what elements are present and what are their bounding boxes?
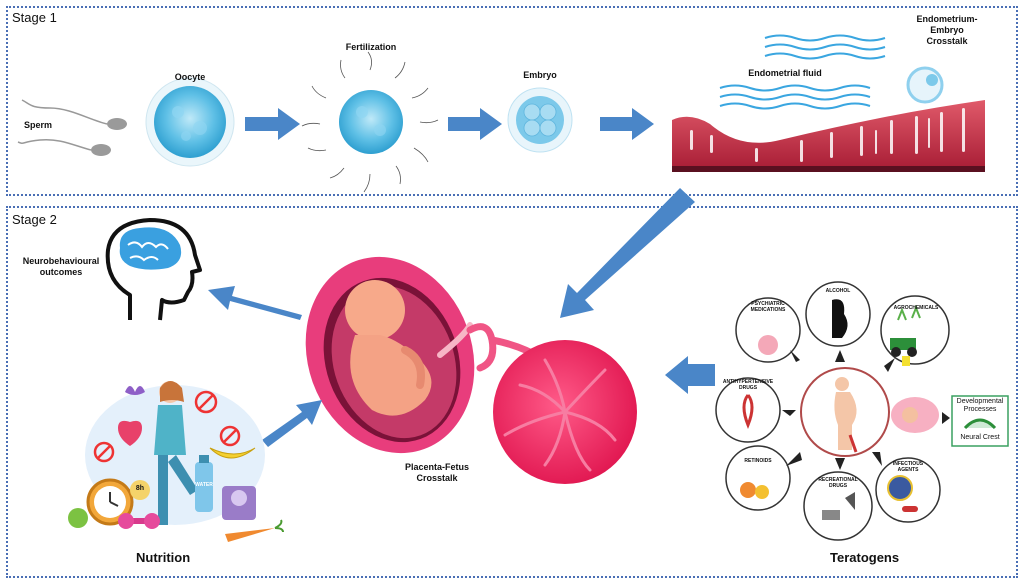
arrow-teratogens-placenta (665, 356, 715, 394)
teratogens-label: Teratogens (830, 550, 900, 565)
arrow-fertilization-embryo (448, 108, 502, 140)
stage2-box (6, 206, 1018, 578)
endometrium-tissue (672, 66, 985, 172)
teratogen-label-retinoids: RETINOIDS (744, 458, 772, 464)
sperm-label: Sperm (24, 120, 53, 130)
clock-8h-label: 8h (135, 485, 145, 492)
placenta-fetus-label: Placenta-Fetus Crosstalk (404, 462, 470, 483)
developmental-processes-label: Developmental Processes (956, 398, 1004, 414)
stage2-label: Stage 2 (12, 212, 57, 227)
embryo-icon (507, 87, 573, 153)
neural-crest-label: Neural Crest (960, 434, 1000, 441)
uterus-fetus-icon (305, 256, 475, 454)
crosstalk1-label: Endometrium- Embryo Crosstalk (916, 14, 978, 46)
teratogens-illustration (715, 281, 1009, 541)
teratogen-label-agrochemicals: AGROCHEMICALS (893, 305, 939, 311)
oocyte-icon (145, 77, 235, 167)
oocyte-label: Oocyte (174, 72, 206, 82)
stage1-label: Stage 1 (12, 10, 57, 25)
neuro-outcomes-label: Neurobehavioural outcomes (22, 256, 100, 277)
arrow-oocyte-fertilization (245, 108, 300, 140)
fertilization-label: Fertilization (345, 42, 397, 52)
fertilization-icon (301, 51, 439, 193)
arrow-nutrition-uterus (262, 400, 322, 447)
endometrial-fluid-waves (719, 34, 886, 110)
placenta-icon (493, 340, 637, 484)
nutrition-illustration (68, 381, 284, 542)
brain-head-icon (105, 218, 202, 321)
arrow-fetus-brain (208, 286, 302, 320)
embryo-label: Embryo (523, 70, 557, 80)
endometrial-fluid-label: Endometrial fluid (748, 68, 822, 78)
sperm-icon (17, 99, 127, 156)
water-bottle-label: WATER (195, 482, 213, 488)
nutrition-label: Nutrition (136, 550, 191, 565)
arrow-embryo-endometrium (600, 108, 654, 140)
arrow-endometrium-placenta (560, 188, 695, 318)
teratogen-label-alcohol: ALCOHOL (825, 288, 851, 294)
stage1-box (6, 6, 1018, 196)
